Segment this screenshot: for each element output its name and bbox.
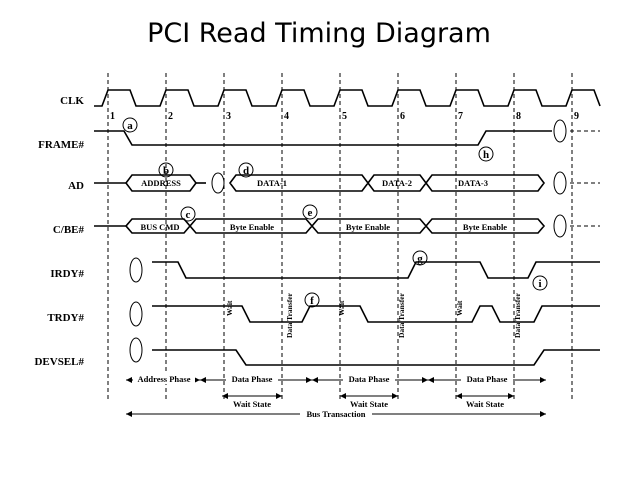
ad-label-address: ADDRESS [141,178,181,188]
cbe-label-byte-enable-2: Byte Enable [346,222,390,232]
svg-text:f: f [310,295,314,307]
clock-number-5: 5 [342,111,347,122]
trdy-waveform [129,301,600,327]
svg-text:d: d [243,165,249,177]
svg-text:a: a [127,120,133,132]
ad-label-data2: DATA-2 [382,178,412,188]
marker-e: e [302,204,318,220]
irdy-waveform [129,257,600,283]
cbe-label-byte-enable-1: Byte Enable [230,222,274,232]
signal-label-ad: AD [68,180,84,192]
clock-number-2: 2 [168,111,173,122]
wait-label-3: Wait [455,300,464,316]
marker-i: i [532,275,548,291]
wait-label-2: Wait [337,300,346,316]
label-wait-state-2: Wait State [350,399,388,409]
clock-number-7: 7 [458,111,463,122]
clock-number-6: 6 [400,111,405,122]
signal-label-devsel: DEVSEL# [34,356,84,368]
clock-number-1: 1 [110,111,115,122]
svg-text:c: c [186,209,191,221]
marker-h: h [478,146,494,162]
label-wait-state-3: Wait State [466,399,504,409]
label-data-phase-1: Data Phase [232,374,273,384]
label-data-phase-2: Data Phase [349,374,390,384]
marker-c: c [180,206,196,222]
signal-label-irdy: IRDY# [50,268,84,280]
marker-a: a [122,117,138,133]
clock-guide-lines [107,73,573,400]
ad-label-data3: DATA-3 [458,178,488,188]
svg-text:i: i [538,278,541,290]
marker-g: g [412,250,428,266]
marker-b: b [158,162,174,178]
ad-waveform [94,171,600,195]
marker-d: d [238,162,254,178]
label-data-phase-3: Data Phase [467,374,508,384]
svg-text:g: g [417,253,423,265]
frame-end-marker [553,119,567,143]
ad-label-data1: DATA-1 [257,178,287,188]
clock-number-3: 3 [226,111,231,122]
data-transfer-label-1: Data Transfer [285,292,294,338]
wait-label-1: Wait [225,300,234,316]
label-address-phase: Address Phase [138,374,191,384]
signal-label-frame: FRAME# [38,139,84,151]
svg-text:h: h [483,149,489,161]
cbe-label-bus-cmd: BUS CMD [141,222,180,232]
signal-label-cbe: C/BE# [53,224,85,236]
data-transfer-label-2: Data Transfer [397,292,406,338]
label-bus-transaction: Bus Transaction [307,409,366,419]
data-transfer-label-3: Data Transfer [513,292,522,338]
frame-waveform [94,130,552,146]
svg-text:b: b [163,165,169,177]
cbe-waveform [94,214,600,238]
clock-number-9: 9 [574,111,579,122]
svg-text:e: e [308,207,313,219]
signal-label-clk: CLK [60,95,84,107]
label-wait-state-1: Wait State [233,399,271,409]
slide-title: PCI Read Timing Diagram [147,18,491,49]
signal-label-trdy: TRDY# [47,312,84,324]
marker-f: f [304,292,320,308]
cbe-label-byte-enable-3: Byte Enable [463,222,507,232]
clock-number-8: 8 [516,111,521,122]
devsel-waveform [129,337,600,366]
clock-number-4: 4 [284,111,289,122]
clk-waveform [94,89,601,107]
